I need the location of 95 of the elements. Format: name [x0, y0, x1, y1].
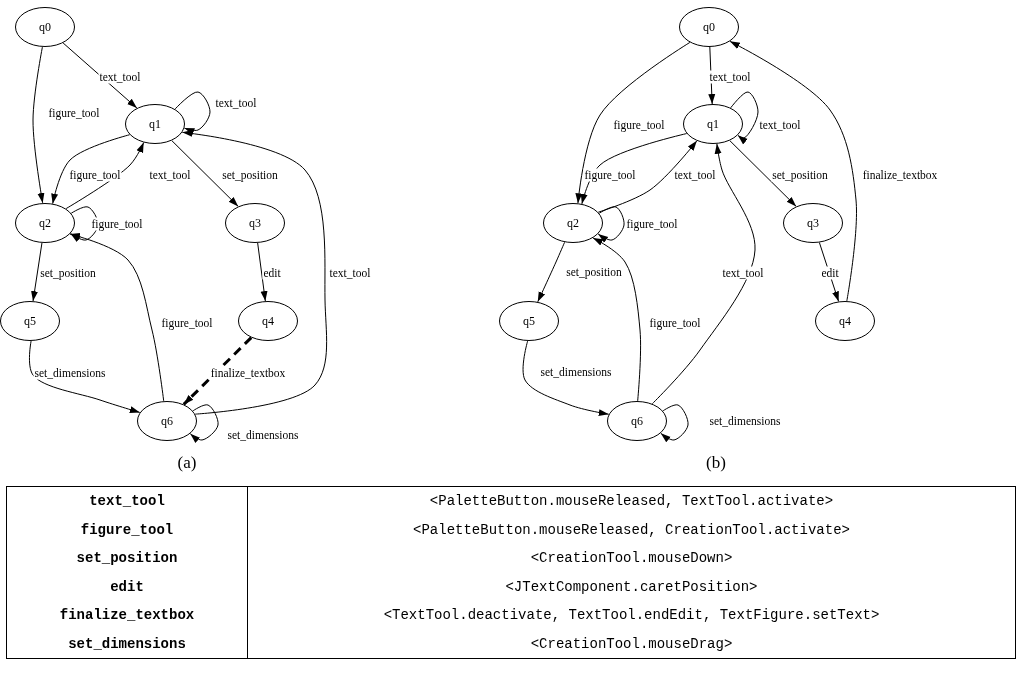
edge-label: text_tool	[673, 168, 717, 182]
state-label: q4	[262, 313, 274, 329]
arrow	[28, 340, 141, 413]
edge-label: set_position	[221, 168, 279, 182]
arrow	[522, 340, 610, 417]
method-sequence: <PaletteButton.mouseReleased, TextTool.activate>	[247, 486, 1016, 516]
state-label: q3	[807, 215, 819, 231]
state-node	[607, 401, 667, 441]
method-sequence: <CreationTool.mouseDrag>	[247, 629, 1016, 659]
state-node	[225, 203, 285, 243]
state-node	[137, 401, 197, 441]
edge-label: set_position	[771, 168, 829, 182]
state-label: q5	[24, 313, 36, 329]
event-name: set_position	[6, 544, 248, 573]
edge-label: set_position	[565, 265, 623, 279]
event-name: edit	[6, 572, 248, 601]
state-node	[683, 104, 743, 144]
edge-label: set_dimensions	[226, 428, 300, 442]
method-sequence: <JTextComponent.caretPosition>	[247, 572, 1016, 601]
state-label: q3	[249, 215, 261, 231]
arrow	[31, 242, 43, 302]
edge-label: text_tool	[98, 70, 142, 84]
arrow	[171, 140, 239, 207]
state-node	[125, 104, 185, 144]
state-node	[15, 7, 75, 47]
state-label: q1	[149, 116, 161, 132]
arrow	[729, 40, 857, 302]
state-node	[238, 301, 298, 341]
arrow	[592, 237, 642, 402]
edge-label: figure_tool	[648, 316, 702, 330]
edge-label: figure_tool	[90, 217, 144, 231]
edge-label: text_tool	[328, 266, 372, 280]
arrow	[62, 42, 138, 109]
state-node	[499, 301, 559, 341]
arrow	[51, 134, 131, 205]
edge-label: figure_tool	[583, 168, 637, 182]
state-label: q0	[703, 19, 715, 35]
event-name: set_dimensions	[6, 629, 248, 659]
edge-label: text_tool	[758, 118, 802, 132]
event-name: text_tool	[6, 486, 248, 516]
edge-label: set_dimensions	[708, 414, 782, 428]
state-label: q2	[567, 215, 579, 231]
arrow	[580, 133, 688, 205]
arrow	[730, 91, 759, 145]
edge-label: figure_tool	[160, 316, 214, 330]
state-node	[783, 203, 843, 243]
edge-label: edit	[820, 266, 840, 280]
edge-label: set_position	[39, 266, 97, 280]
arrow	[729, 140, 797, 207]
method-sequence: <TextTool.deactivate, TextTool.endEdit, TextFigure.setText>	[247, 601, 1016, 630]
edge-label: text_tool	[721, 266, 765, 280]
event-name: figure_tool	[6, 515, 248, 544]
edge-label: text_tool	[148, 168, 192, 182]
method-sequence: <PaletteButton.mouseReleased, CreationTool.activate>	[247, 515, 1016, 544]
state-label: q2	[39, 215, 51, 231]
arrow	[182, 336, 253, 406]
arrow	[660, 404, 689, 443]
arrow	[32, 46, 45, 204]
state-node	[15, 203, 75, 243]
arrow	[575, 41, 691, 204]
edge-label: figure_tool	[68, 168, 122, 182]
state-label: q4	[839, 313, 851, 329]
arrow	[189, 404, 219, 443]
state-label: q6	[161, 413, 173, 429]
edge-label: edit	[262, 266, 282, 280]
state-label: q0	[39, 19, 51, 35]
arrow	[181, 129, 328, 415]
state-label: q5	[523, 313, 535, 329]
edge-label: figure_tool	[612, 118, 666, 132]
edge-label: set_dimensions	[33, 366, 107, 380]
figure-caption: (b)	[706, 453, 726, 473]
edge-label: figure_tool	[47, 106, 101, 120]
state-node	[815, 301, 875, 341]
figure-caption: (a)	[177, 453, 197, 473]
event-name: finalize_textbox	[6, 601, 248, 630]
state-label: q1	[707, 116, 719, 132]
state-label: q6	[631, 413, 643, 429]
arrow	[69, 233, 165, 402]
state-node	[0, 301, 60, 341]
edge-label: figure_tool	[625, 217, 679, 231]
arrow	[174, 91, 211, 135]
edge-label: finalize_textbox	[861, 168, 939, 182]
state-node	[679, 7, 739, 47]
arrow	[597, 140, 698, 213]
arrow	[651, 143, 756, 405]
edge-label: set_dimensions	[539, 365, 613, 379]
arrow	[257, 242, 268, 302]
arrow	[818, 242, 840, 302]
edge-label: text_tool	[214, 96, 258, 110]
arrow	[537, 241, 566, 303]
edge-label: finalize_textbox	[209, 366, 287, 380]
edge-label: text_tool	[708, 70, 752, 84]
arrow	[597, 206, 625, 243]
method-sequence: <CreationTool.mouseDown>	[247, 544, 1016, 573]
state-node	[543, 203, 603, 243]
